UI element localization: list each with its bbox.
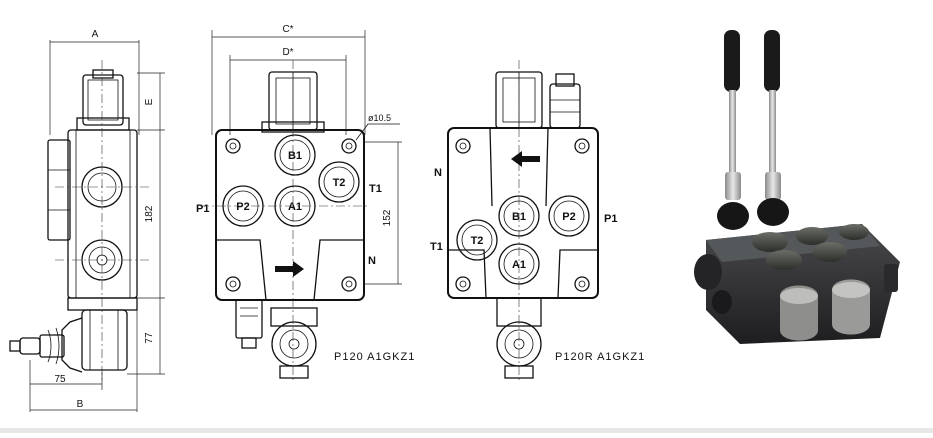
dim-75-label: 75 xyxy=(54,374,66,385)
port-t2-label: T2 xyxy=(333,177,346,189)
rear-model-label: P120R A1GKZ1 xyxy=(555,351,645,363)
rear-label-n: N xyxy=(434,167,442,179)
dim-e-label: E xyxy=(144,98,155,105)
side-view: A xyxy=(9,29,165,412)
label-n: N xyxy=(368,255,376,267)
front-model-label: P120 A1GKZ1 xyxy=(334,351,415,363)
valve-photo xyxy=(694,30,900,344)
right-handle-grip xyxy=(764,30,780,92)
label-t1: T1 xyxy=(369,183,382,195)
hole-dia-label: ø10.5 xyxy=(368,113,391,123)
dim-d-label: D* xyxy=(282,47,293,58)
rear-port-t2-label: T2 xyxy=(471,235,484,247)
port-a1-label: A1 xyxy=(288,201,302,213)
dim-b-label: B xyxy=(77,399,84,410)
dim-182-label: 182 xyxy=(144,205,155,222)
rear-label-t1: T1 xyxy=(430,241,443,253)
port-p2-label: P2 xyxy=(236,201,249,213)
dim-c-label: C* xyxy=(282,24,293,35)
port-b1-label: B1 xyxy=(288,150,302,162)
rear-view: B1 P2 T2 A1 N P1 T1 P120R A1GKZ1 xyxy=(430,60,645,380)
left-handle-grip xyxy=(724,30,740,92)
dim-77-label: 77 xyxy=(144,332,155,344)
label-p1: P1 xyxy=(196,203,209,215)
dim-a-label: A xyxy=(92,29,99,40)
dim-152-label: 152 xyxy=(382,209,393,226)
front-view: C* D* ø10.5 B1 P2 A1 T2 T1 P1 N xyxy=(196,24,415,380)
rear-port-p2-label: P2 xyxy=(562,211,575,223)
rear-label-p1: P1 xyxy=(604,213,617,225)
bottom-divider xyxy=(0,428,933,433)
